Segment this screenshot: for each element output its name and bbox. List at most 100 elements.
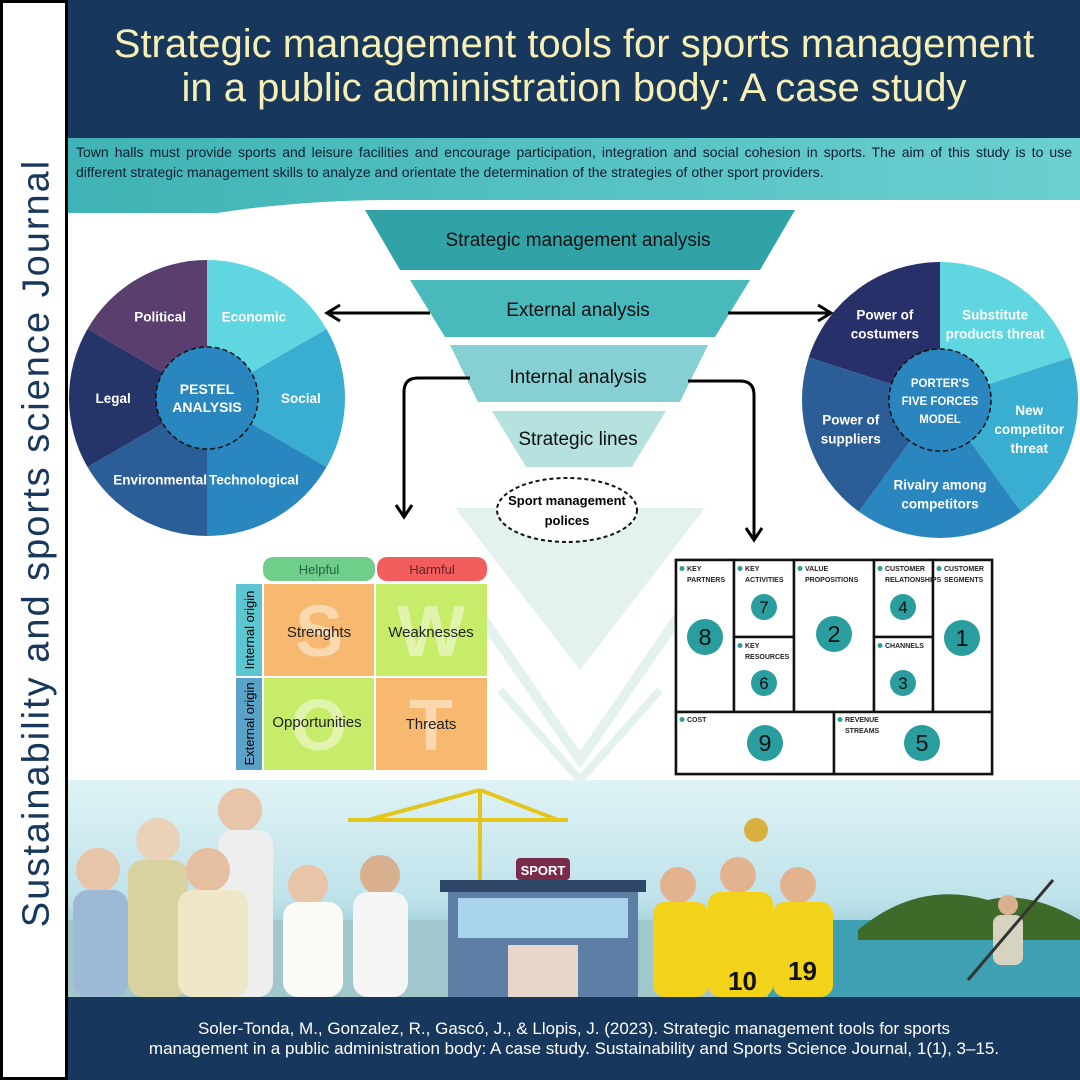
canvas-label: RELATIONSHIPS	[885, 577, 942, 584]
slice	[207, 329, 345, 467]
canvas-label: SEGMENTS	[944, 577, 984, 584]
funnel-level-1	[365, 210, 795, 270]
funnel-level-2	[410, 280, 750, 337]
arrows	[324, 303, 834, 543]
canvas-number-circle	[890, 670, 916, 696]
citation-line-1: Soler-Tonda, M., Gonzalez, R., Gascó, J.…	[197, 1019, 951, 1038]
center-label: FIVE FORCES	[902, 396, 979, 408]
canvas-number-circle	[904, 725, 940, 761]
canvas-label: KEY	[687, 566, 702, 573]
center-label: PORTER'S	[911, 378, 970, 390]
slice-label: Environmental	[113, 472, 207, 487]
slice-label: threat	[1010, 441, 1048, 456]
canvas-number-circle	[944, 620, 980, 656]
canvas-number-circle	[751, 670, 777, 696]
canvas-number: 1	[955, 625, 968, 651]
canvas-label: REVENUE	[845, 717, 879, 724]
slice-label: Economic	[222, 310, 287, 325]
island	[858, 894, 1080, 940]
canvas-number-circle	[687, 619, 723, 655]
slice	[68, 329, 207, 467]
policies-ellipse	[496, 477, 638, 543]
slice-label: Substitute	[962, 308, 1028, 323]
canvas-number: 7	[759, 598, 768, 617]
diagram-area: Strategic management analysis External a…	[68, 200, 1080, 790]
canvas-label: PROPOSITIONS	[805, 577, 859, 584]
diagram-svg: Strategic management analysis External a…	[68, 200, 1080, 790]
trophy	[744, 818, 768, 842]
canvas-label: RESOURCES	[745, 654, 790, 661]
canvas-label: COST	[687, 717, 707, 724]
journal-name: Sustainability and sports science Journa…	[15, 158, 58, 928]
canvas-label: VALUE	[805, 566, 829, 573]
helpful-label: Helpful	[299, 562, 340, 577]
canvas-number: 5	[915, 730, 928, 756]
swot-letter-w: W	[397, 592, 465, 672]
slice-label: Rivalry among	[893, 477, 986, 492]
canvas-label: PARTNERS	[687, 577, 725, 584]
canvas-number-circle	[751, 594, 777, 620]
threats: Threats	[406, 716, 457, 733]
slice-label: suppliers	[821, 431, 881, 446]
header: Strategic management tools for sports ma…	[68, 0, 1080, 138]
sport-building: SPORT	[440, 858, 646, 997]
center-circle	[888, 348, 992, 452]
slice-label: costumers	[851, 327, 919, 342]
kids-team: 10 19	[653, 818, 833, 997]
opportunities: Opportunities	[272, 714, 361, 731]
canvas-number: 2	[827, 621, 840, 647]
jersey-number-19: 19	[788, 956, 817, 986]
canvas-labels: KEYPARTNERSKEYACTIVITIESKEYRESOURCESVALU…	[679, 566, 984, 761]
funnel-label-1: Strategic management analysis	[445, 230, 710, 251]
business-model-canvas	[674, 558, 994, 776]
swot-matrix: Helpful Harmful Internal origin External…	[236, 557, 487, 770]
canvas-label: ACTIVITIES	[745, 577, 784, 584]
funnel-label-3: Internal analysis	[509, 367, 646, 388]
strengths: Strenghts	[287, 624, 351, 641]
journal-side-band: Sustainability and sports science Journa…	[0, 0, 68, 1080]
canvas-number: 9	[758, 730, 771, 756]
center-circle	[155, 346, 259, 450]
canvas-number-circle	[890, 594, 916, 620]
policies-line-1: Sport management	[508, 493, 626, 508]
slice-label: Power of	[856, 308, 914, 323]
external-origin-label: External origin	[242, 682, 257, 765]
slice-label: Social	[281, 391, 321, 406]
slice-label: New	[1015, 403, 1043, 418]
canvas-label: STREAMS	[845, 728, 880, 735]
harmful-label: Harmful	[409, 562, 455, 577]
harmful-tab	[377, 557, 487, 581]
funnel-level-4	[492, 411, 666, 467]
canvas-number-circle	[816, 616, 852, 652]
sport-sign: SPORT	[521, 863, 566, 878]
photo-illustration: SPORT 10 19	[68, 788, 1080, 997]
internal-origin-label: Internal origin	[242, 591, 257, 670]
helpful-tab	[263, 557, 375, 581]
swot-letter-t: T	[409, 686, 453, 766]
canvas-label: KEY	[745, 643, 760, 650]
policies-line-2: polices	[545, 513, 590, 528]
center-label: MODEL	[919, 414, 961, 426]
funnel-label-4: Strategic lines	[518, 429, 637, 450]
funnel-label-2: External analysis	[506, 300, 650, 321]
swot-letter-o: O	[291, 686, 347, 766]
seniors-group	[73, 788, 408, 997]
canvas-number: 8	[698, 624, 711, 650]
canvas-number: 6	[759, 674, 768, 693]
slice-label: Technological	[209, 472, 299, 487]
center-label: ANALYSIS	[172, 399, 242, 415]
center-label: PESTEL	[180, 381, 235, 397]
canvas-number-circle	[747, 725, 783, 761]
title-line-1: Strategic management tools for sports ma…	[113, 22, 1035, 66]
canvas-label: CUSTOMER	[885, 566, 925, 573]
jersey-number-10: 10	[728, 966, 757, 996]
funnel-bg	[455, 508, 705, 670]
citation-line-2: management in a public administration bo…	[148, 1039, 1000, 1058]
slice-label: Power of	[822, 412, 880, 427]
swot-letter-s: S	[295, 592, 343, 672]
citation-footer: Soler-Tonda, M., Gonzalez, R., Gascó, J.…	[68, 997, 1080, 1080]
funnel-level-3	[450, 345, 708, 402]
photo-strip: SPORT 10 19	[68, 780, 1080, 997]
